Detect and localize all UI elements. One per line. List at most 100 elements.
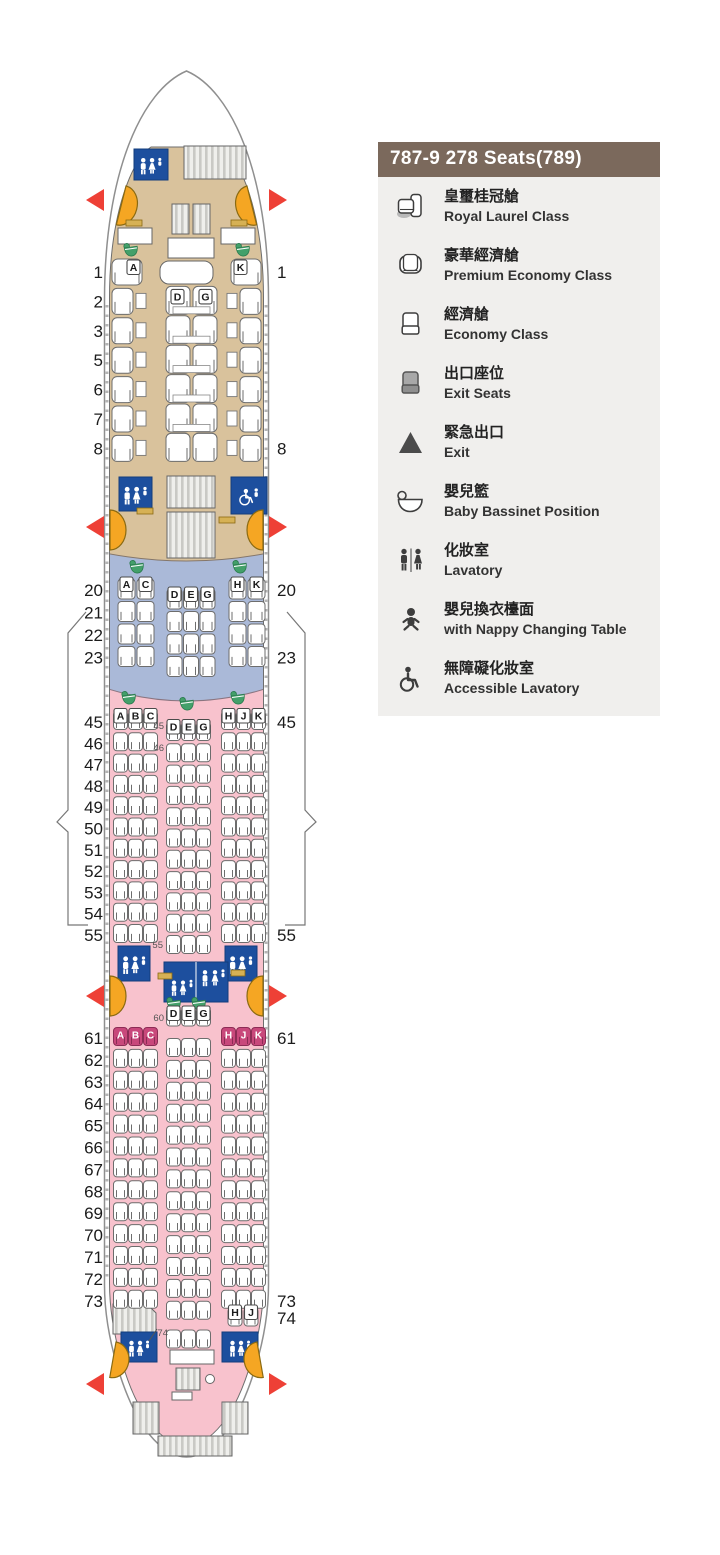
seat-73K — [251, 1289, 266, 1309]
lavatory-front — [133, 148, 169, 181]
seat-55K — [251, 924, 266, 943]
accessible-lavatory — [230, 476, 268, 515]
seat-22D — [166, 633, 183, 655]
wing-bracket-left — [56, 611, 88, 926]
seat-22C — [136, 623, 155, 645]
row-number-label: 55 — [277, 926, 296, 945]
label: G — [199, 722, 207, 734]
row-number-label: 8 — [94, 439, 103, 458]
seat-47E — [181, 764, 196, 784]
seat-63C — [143, 1070, 158, 1090]
seat-51D — [166, 849, 181, 869]
seat-72D — [166, 1278, 181, 1298]
door-icon — [243, 1341, 264, 1379]
label: J — [248, 1307, 254, 1319]
seat-51J — [236, 838, 251, 858]
legend-title: 787-9 278 Seats(789) — [378, 142, 660, 177]
seat-2K — [239, 287, 262, 315]
row-number-label: 72 — [84, 1270, 103, 1289]
row-number-label: 51 — [84, 841, 103, 860]
seat-53D — [166, 892, 181, 912]
seat-69A — [113, 1202, 128, 1222]
seat-47H — [221, 753, 236, 773]
table — [136, 507, 154, 515]
exit-triangle-icon — [86, 189, 104, 211]
row-number-label: 55 — [84, 926, 103, 945]
seat-64K — [251, 1092, 266, 1112]
label: E — [185, 1008, 192, 1020]
row-number-label: 74 — [277, 1309, 296, 1328]
seat-46K — [251, 732, 266, 752]
seat-71G — [196, 1257, 211, 1276]
row-number-label: 63 — [84, 1073, 103, 1092]
seat-53H — [221, 881, 236, 901]
row-number-label: 1 — [94, 263, 103, 282]
seat-letter-E: E — [181, 718, 196, 735]
seat-48A — [113, 774, 128, 794]
royal-laurel-seat-icon — [378, 193, 444, 221]
wing-brackets — [56, 611, 317, 926]
seat-49H — [221, 796, 236, 816]
seat-letter-G: G — [200, 586, 215, 603]
seat-74D — [166, 1329, 181, 1349]
seat-letter-D: D — [167, 586, 182, 603]
row-number-label: 65 — [84, 1117, 103, 1136]
row-number-label: 22 — [84, 626, 103, 645]
row-number-label: 8 — [277, 439, 286, 458]
seat-70A — [113, 1224, 128, 1244]
legend-label-zh: 豪華經濟艙 — [444, 247, 520, 264]
seat-62E — [181, 1059, 196, 1079]
seat-3A — [111, 317, 134, 345]
legend-item-premium-economy-seat: 豪華經濟艙 Premium Economy Class — [378, 236, 660, 295]
seat-69G — [196, 1213, 211, 1233]
seat-63E — [181, 1081, 196, 1101]
label: G — [203, 589, 211, 601]
seat-67J — [236, 1158, 251, 1178]
seat-61D — [166, 1038, 181, 1057]
legend-label-en: Premium Economy Class — [444, 267, 613, 283]
row-number-label: 54 — [84, 905, 103, 924]
seat-48D — [166, 785, 181, 805]
legend-label-en: Exit Seats — [444, 385, 511, 401]
seat-62C — [143, 1048, 158, 1068]
row-number-label: 7 — [94, 410, 103, 429]
table — [218, 516, 236, 524]
seat-53E — [181, 892, 196, 912]
seat-68B — [128, 1180, 143, 1200]
legend-label-zh: 經濟艙 — [444, 306, 490, 323]
seat-61E — [181, 1038, 196, 1057]
seat-51K — [251, 838, 266, 858]
legend-label-zh: 嬰兒換衣檯面 — [444, 601, 535, 618]
seat-73E — [181, 1300, 196, 1320]
label: G — [201, 291, 209, 303]
exit-triangle-icon — [378, 429, 444, 457]
seat-letter-G: G — [196, 718, 211, 735]
seat-70D — [166, 1235, 181, 1255]
seat-52E — [181, 871, 196, 891]
seat-69C — [143, 1202, 158, 1222]
exit-triangle-icon — [269, 189, 287, 211]
seat-52G — [196, 871, 211, 891]
seat-63H — [221, 1070, 236, 1090]
seat-73G — [196, 1300, 211, 1320]
row-number-label: 50 — [84, 820, 103, 839]
seat-7K — [239, 405, 262, 433]
seat-47J — [236, 753, 251, 773]
galley-tail — [175, 1367, 201, 1391]
seat-71B — [128, 1246, 143, 1265]
seat-68H — [221, 1180, 236, 1200]
seat-71A — [113, 1246, 128, 1265]
seat-49D — [166, 807, 181, 827]
seat-64A — [113, 1092, 128, 1112]
row-number-label: 23 — [84, 649, 103, 668]
seat-letter: C — [147, 1031, 154, 1042]
lavatory-mid1-left — [118, 476, 153, 512]
row-number-label: 20 — [277, 581, 296, 600]
seat-54C — [143, 902, 158, 922]
seat-67A — [113, 1158, 128, 1178]
bassinet-icon — [121, 691, 136, 705]
